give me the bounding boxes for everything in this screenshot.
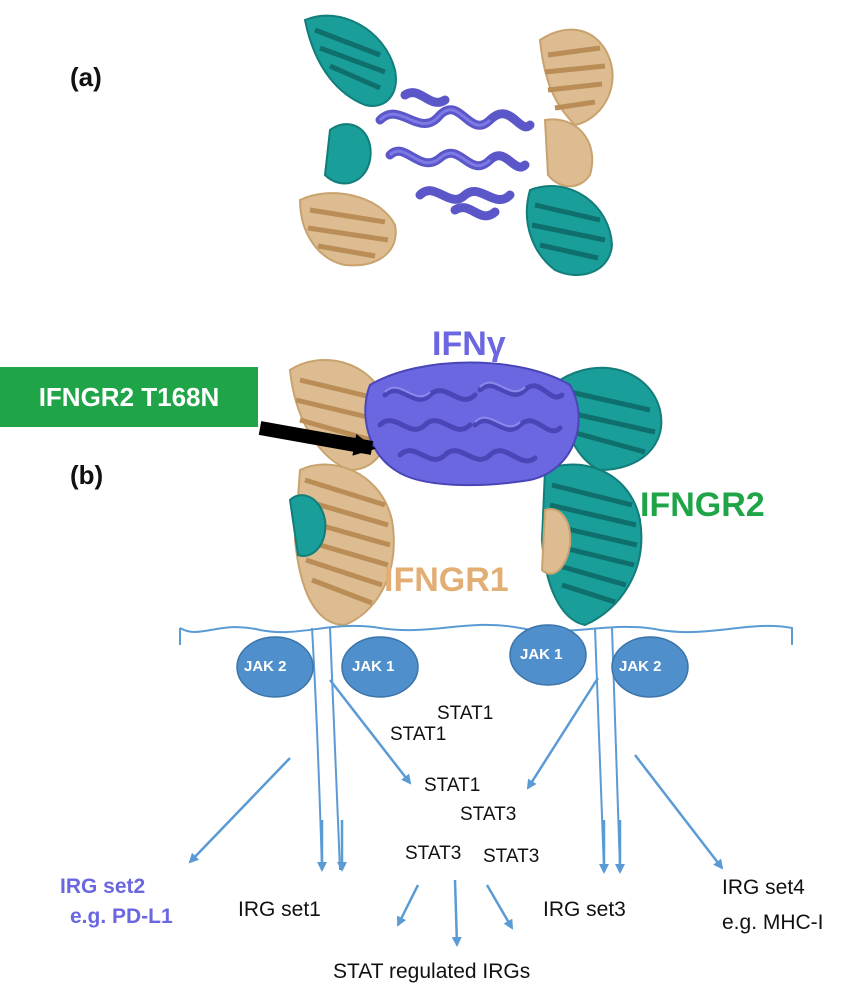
arrow-to-stat-irgs-left [396,884,420,927]
jak-label: JAK 1 [520,646,563,663]
jak-label: JAK 2 [244,658,287,675]
structure-a-teal-top [303,14,397,107]
structure-a-tan-mid [543,118,594,188]
irg-set2-example: e.g. PD-L1 [70,905,173,928]
structure-a-teal-bottom [525,185,614,276]
jak-label: JAK 1 [352,658,395,675]
arrow-to-irg-set4 [634,754,724,870]
stat-label: STAT1 [424,775,481,796]
stat-regulated-irgs-label: STAT regulated IRGs [333,960,531,983]
panel-label-b: (b) [70,460,104,490]
arrow-to-stat-irgs-right [485,884,514,930]
structure-a-teal-mid [323,123,372,185]
signal-arrows [188,677,724,947]
irg-set3-label: IRG set3 [543,898,626,921]
structure-b-ifng [364,361,580,487]
ifng-label: IFNγ [432,325,506,363]
structure-a-tan-bottom [298,192,397,267]
jak-group [236,624,689,698]
arrow-to-irg-set2 [188,757,291,864]
structure-b-right-receptor [540,366,663,627]
jak-ellipse [341,636,419,698]
mutation-arrow [258,421,376,456]
arrow-jak1r-to-stat [526,677,600,790]
mutation-label: IFNGR2 T168N [0,367,258,427]
irg-set2-label: IRG set2 [60,875,146,898]
ifngr1-label: IFNGR1 [384,561,509,599]
jak-ellipse [611,636,689,698]
panel-label-a: (a) [70,62,102,92]
irg-set4-label: IRG set4 [722,876,805,899]
jak-label: JAK 2 [619,658,662,675]
structure-b [288,359,663,627]
stat-label: STAT3 [460,804,517,825]
stat-label: STAT1 [390,724,447,745]
stat-label: STAT3 [405,843,462,864]
stat-label: STAT3 [483,846,540,867]
irg-set4-example: e.g. MHC-I [722,911,824,934]
cell-membrane [179,623,793,645]
ifngr2-label: IFNGR2 [640,486,765,524]
arrow-jak1-to-stat [329,679,412,785]
structure-a [298,14,614,276]
jak-ellipse [236,636,314,698]
stat-label: STAT1 [437,703,494,724]
structure-b-left-receptor [288,359,395,627]
irg-set1-label: IRG set1 [238,898,321,921]
arrow-to-stat-irgs-mid [451,879,462,947]
structure-a-tan-top [538,28,614,127]
jak-ellipse [509,624,587,686]
